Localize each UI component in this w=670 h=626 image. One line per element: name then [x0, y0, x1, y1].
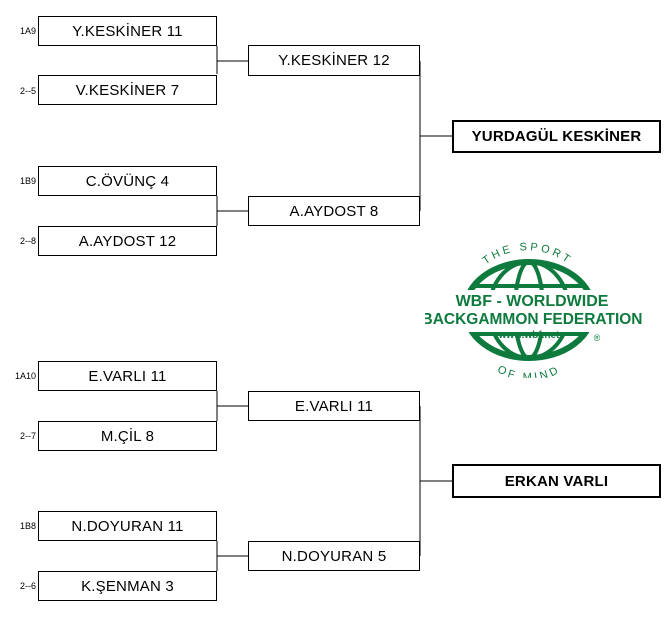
seed-label: 2--5	[19, 86, 36, 96]
round2-match-box: A.AYDOST 8	[248, 196, 420, 226]
round1-match-box: N.DOYURAN 11	[38, 511, 217, 541]
round1-match-box: A.AYDOST 12	[38, 226, 217, 256]
round1-match-box: K.ŞENMAN 3	[38, 571, 217, 601]
logo-line2: BACKGAMMON FEDERATION	[425, 311, 643, 328]
final-box: ERKAN VARLI	[452, 464, 661, 498]
round2-match-box: E.VARLI 11	[248, 391, 420, 421]
round1-match-box: V.KESKİNER 7	[38, 75, 217, 105]
round2-match-box: N.DOYURAN 5	[248, 541, 420, 571]
seed-label: 1B8	[19, 521, 36, 531]
final-box: YURDAGÜL KESKİNER	[452, 120, 661, 153]
logo-url: www.wbf.net	[498, 330, 560, 341]
seed-label: 2--7	[19, 431, 36, 441]
wbf-logo: THE SPORT WBF - WORLDWIDE BACKGAMMON FED…	[425, 241, 643, 378]
seed-label: 1A9	[19, 26, 36, 36]
round1-match-box: C.ÖVÜNÇ 4	[38, 166, 217, 196]
seed-label: 1B9	[19, 176, 36, 186]
round1-match-box: M.ÇİL 8	[38, 421, 217, 451]
round1-match-box: E.VARLI 11	[38, 361, 217, 391]
logo-bottom-text: OF MIND	[495, 364, 562, 378]
seed-label: 1A10	[14, 371, 36, 381]
logo-line1: WBF - WORLDWIDE	[456, 293, 609, 310]
seed-label: 2--6	[19, 581, 36, 591]
logo-registered-mark: ®	[594, 333, 601, 343]
seed-label: 2--8	[19, 236, 36, 246]
round2-match-box: Y.KESKİNER 12	[248, 45, 420, 76]
round1-match-box: Y.KESKİNER 11	[38, 16, 217, 46]
